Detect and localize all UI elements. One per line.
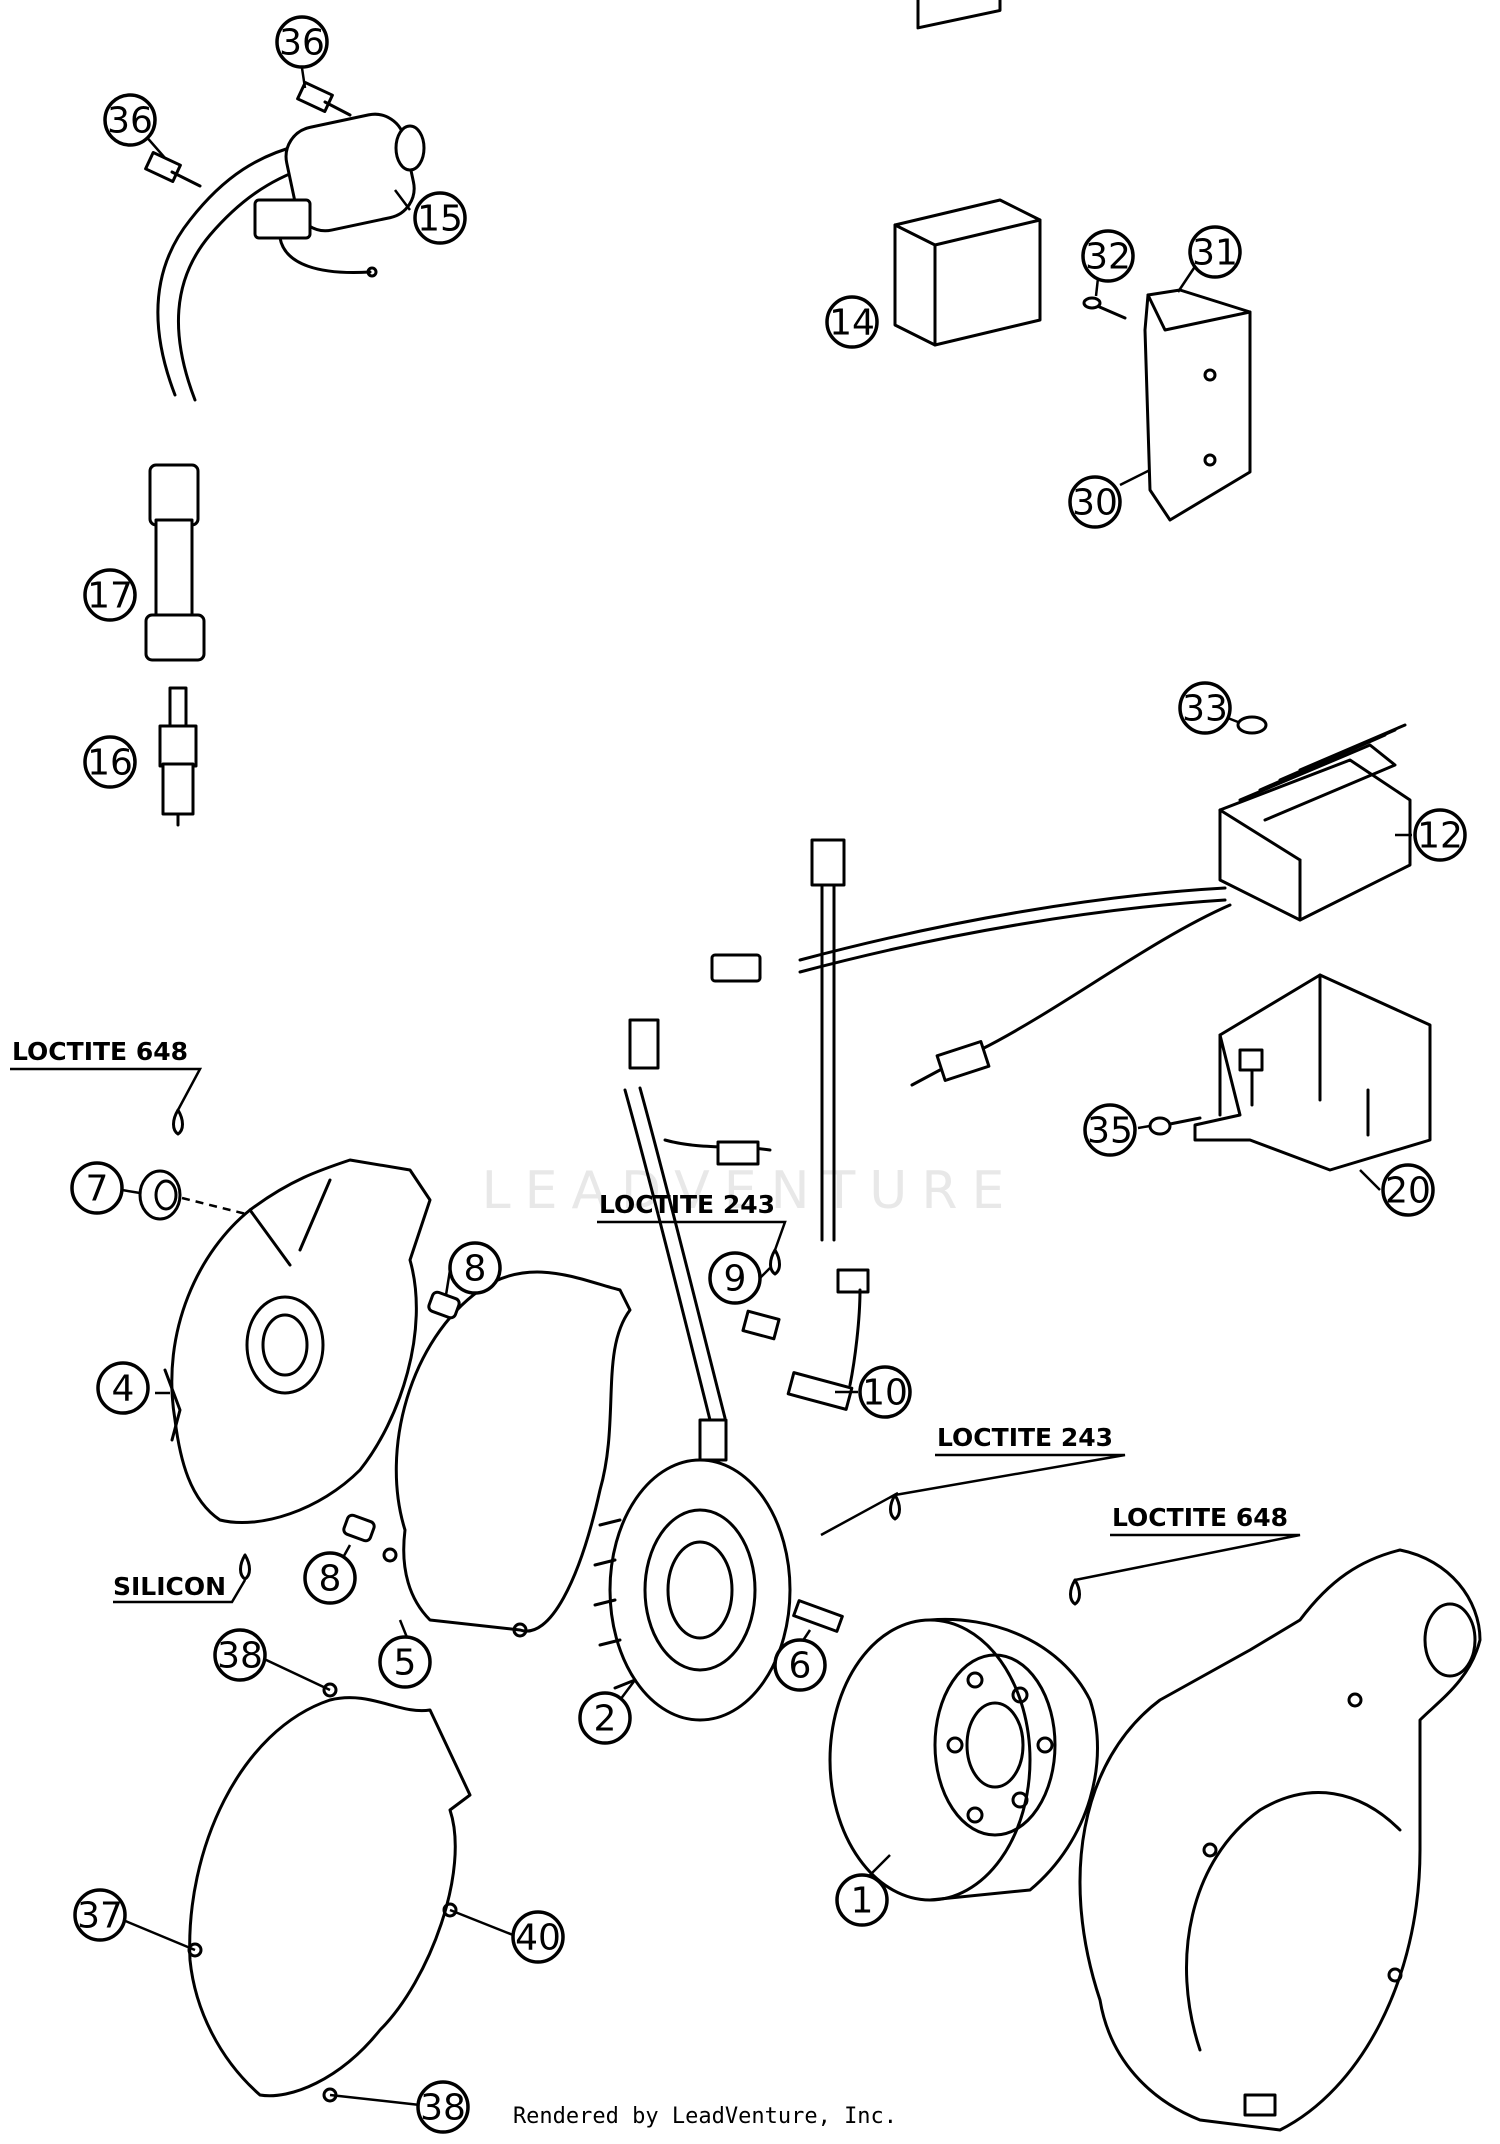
gasket-lower-drawing — [187, 1682, 472, 2103]
callout-1: 1 — [835, 1873, 889, 1927]
svg-text:31: 31 — [1192, 233, 1238, 274]
note-loctite-243-mid: LOCTITE 243 — [599, 1190, 775, 1219]
svg-text:1: 1 — [851, 1881, 874, 1922]
engine-cover-drawing — [1078, 1548, 1482, 2132]
svg-text:15: 15 — [417, 199, 463, 240]
svg-text:17: 17 — [87, 576, 133, 617]
callout-6: 6 — [773, 1638, 827, 1692]
svg-text:8: 8 — [464, 1249, 487, 1290]
svg-text:40: 40 — [515, 1918, 561, 1959]
callout-32: 32 — [1081, 229, 1135, 283]
callout-4: 4 — [96, 1361, 150, 1415]
note-loctite-648-left: LOCTITE 648 — [12, 1037, 188, 1066]
callout-17: 17 — [83, 568, 137, 622]
flywheel-drawing — [828, 1617, 1099, 1902]
callout-37: 37 — [73, 1888, 127, 1942]
callout-8a: 8 — [448, 1241, 502, 1295]
callout-40: 40 — [511, 1910, 565, 1964]
bolt-36-drawings — [144, 81, 352, 188]
callout-7: 7 — [70, 1161, 124, 1215]
ignition-cover-drawing — [163, 1158, 432, 1525]
callout-9: 9 — [708, 1251, 762, 1305]
regulator-bracket-drawing — [1148, 973, 1432, 1172]
ignition-coil-drawing — [156, 112, 426, 402]
regulator-drawing — [1218, 715, 1412, 922]
callout-36b: 36 — [103, 93, 157, 147]
callout-35: 35 — [1083, 1103, 1137, 1157]
bushing-7-drawing — [138, 1169, 182, 1221]
svg-text:35: 35 — [1087, 1111, 1133, 1152]
callout-16: 16 — [83, 735, 137, 789]
cdi-bracket-drawing — [1082, 288, 1252, 522]
gasket-5-drawing — [382, 1270, 632, 1638]
svg-text:30: 30 — [1072, 483, 1118, 524]
callout-15: 15 — [413, 191, 467, 245]
callout-36a: 36 — [275, 15, 329, 69]
svg-text:38: 38 — [217, 1636, 263, 1677]
svg-text:6: 6 — [789, 1646, 812, 1687]
callout-38a: 38 — [213, 1628, 267, 1682]
svg-text:9: 9 — [724, 1259, 747, 1300]
spark-plug-connector-drawing — [144, 463, 206, 662]
note-silicon: SILICON — [113, 1572, 226, 1601]
svg-text:12: 12 — [1417, 816, 1463, 857]
callout-12: 12 — [1413, 808, 1467, 862]
svg-text:16: 16 — [87, 743, 133, 784]
callout-33: 33 — [1178, 681, 1232, 735]
svg-text:37: 37 — [77, 1896, 123, 1937]
svg-text:32: 32 — [1085, 237, 1131, 278]
pickup-drawing — [623, 1018, 870, 1422]
loctite-droplets — [172, 1108, 1081, 1606]
callout-38b: 38 — [416, 2080, 470, 2134]
leader-lines — [10, 67, 1412, 2107]
dowel-8-drawings — [342, 1290, 461, 1543]
callout-10: 10 — [858, 1365, 912, 1419]
callout-2: 2 — [578, 1691, 632, 1745]
screw-6-drawing — [792, 1599, 844, 1633]
spark-plug-drawing — [158, 686, 198, 827]
svg-text:8: 8 — [319, 1559, 342, 1600]
cdi-unit-drawing — [893, 0, 1042, 347]
svg-text:36: 36 — [107, 101, 153, 142]
note-loctite-243-right: LOCTITE 243 — [937, 1423, 1113, 1452]
svg-text:14: 14 — [829, 303, 875, 344]
svg-text:33: 33 — [1182, 689, 1228, 730]
footer-text: Rendered by LeadVenture, Inc. — [512, 2104, 898, 2129]
svg-text:5: 5 — [394, 1643, 417, 1684]
regulator-harness-drawing — [710, 838, 1232, 1242]
callout-8b: 8 — [303, 1551, 357, 1605]
callout-14: 14 — [825, 295, 879, 349]
watermark-text: LEADVENTURE — [482, 1161, 1019, 1221]
svg-text:20: 20 — [1385, 1171, 1431, 1212]
footer-credit: Rendered by LeadVenture, Inc. — [0, 2104, 1500, 2129]
svg-text:4: 4 — [112, 1369, 135, 1410]
callout-30: 30 — [1068, 475, 1122, 529]
callout-31: 31 — [1188, 225, 1242, 279]
svg-text:2: 2 — [594, 1699, 617, 1740]
svg-text:10: 10 — [862, 1373, 908, 1414]
stator-drawing — [593, 1418, 792, 1722]
callout-5: 5 — [378, 1635, 432, 1689]
svg-text:7: 7 — [86, 1169, 109, 1210]
svg-text:36: 36 — [279, 23, 325, 64]
callout-20: 20 — [1381, 1163, 1435, 1217]
note-loctite-648-right: LOCTITE 648 — [1112, 1503, 1288, 1532]
svg-text:38: 38 — [420, 2088, 466, 2129]
